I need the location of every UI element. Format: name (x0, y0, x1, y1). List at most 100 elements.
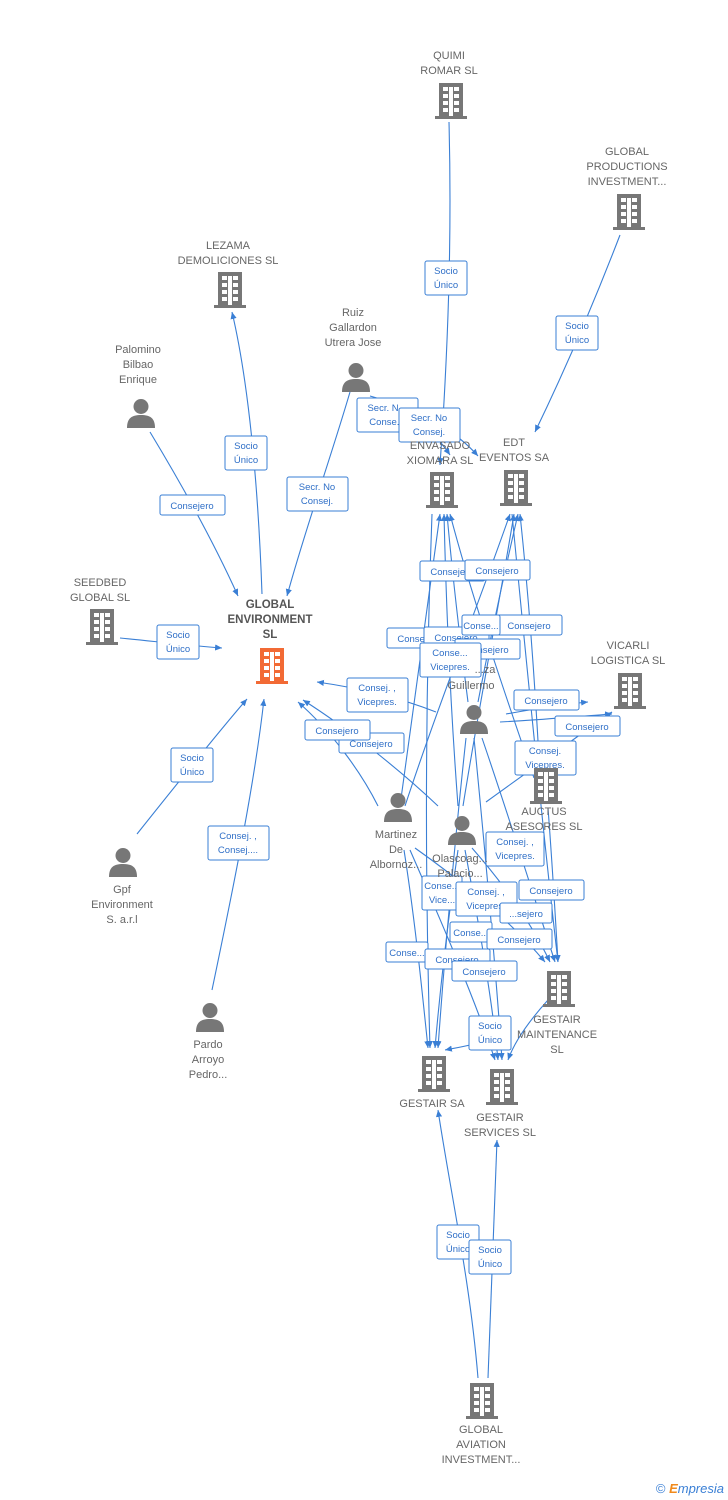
building-icon (486, 1069, 518, 1105)
node-guillermo[interactable]: ...za Guillermo (447, 664, 496, 734)
svg-text:Consej. ,: Consej. , (467, 887, 505, 898)
svg-text:SERVICES SL: SERVICES SL (464, 1127, 536, 1139)
svg-text:Vicepres.: Vicepres. (525, 760, 564, 771)
footer-credit[interactable]: © Empresia (656, 1481, 724, 1496)
svg-text:GESTAIR: GESTAIR (476, 1112, 524, 1124)
edge-label[interactable]: Consej. , Consej.... (207, 825, 270, 861)
node-gestair-sa[interactable]: GESTAIR SA (399, 1056, 465, 1110)
svg-text:INVESTMENT...: INVESTMENT... (588, 176, 667, 188)
edge-label[interactable]: Secr. No Consej. (286, 476, 349, 512)
svg-text:Único: Único (180, 767, 204, 778)
node-martinez-albornoz[interactable]: Martinez De Albornoz... (370, 793, 423, 871)
svg-text:SL: SL (263, 629, 278, 641)
svg-text:Secr. N...: Secr. N... (367, 403, 406, 414)
edge-label[interactable]: Socio Único (156, 624, 200, 660)
edge-label[interactable]: Conse... (385, 941, 429, 963)
edge-label[interactable]: Consejero (496, 614, 563, 636)
svg-text:ENVASADO: ENVASADO (410, 440, 471, 452)
edge-label[interactable]: Secr. No Consej. (398, 407, 461, 443)
svg-text:Vicepres.: Vicepres. (430, 662, 469, 673)
edge-label[interactable]: Consejero (464, 559, 531, 581)
edge-label[interactable]: Consejero (554, 715, 621, 737)
svg-text:Socio: Socio (180, 753, 204, 764)
node-lezama-demoliciones[interactable]: LEZAMA DEMOLICIONES SL (178, 240, 279, 308)
node-pardo-arroyo[interactable]: Pardo Arroyo Pedro... (189, 1003, 228, 1081)
building-icon (466, 1383, 498, 1419)
svg-text:Vicepres.: Vicepres. (466, 901, 505, 912)
svg-text:Socio: Socio (434, 266, 458, 277)
node-edt-eventos[interactable]: EDT EVENTOS SA (479, 437, 550, 506)
svg-text:AUCTUS: AUCTUS (521, 806, 566, 818)
node-global-aviation[interactable]: GLOBAL AVIATION INVESTMENT... (442, 1383, 521, 1466)
node-palomino-bilbao[interactable]: Palomino Bilbao Enrique (115, 344, 161, 428)
building-icon (86, 609, 118, 645)
person-icon (460, 705, 488, 734)
node-seedbed-global[interactable]: SEEDBED GLOBAL SL (70, 577, 130, 645)
node-envasado-xiomara[interactable]: ENVASADO XIOMARA SL (407, 440, 474, 508)
node-global-productions[interactable]: GLOBAL PRODUCTIONS INVESTMENT... (586, 146, 668, 230)
svg-text:SL: SL (550, 1044, 563, 1056)
edge-label[interactable]: Socio Único (424, 260, 468, 296)
svg-text:Único: Único (166, 644, 190, 655)
edge-label[interactable]: Socio Único (555, 315, 599, 351)
brand-logo-text: mpresia (677, 1481, 724, 1496)
svg-text:Consejero: Consejero (475, 566, 518, 577)
edge-label[interactable]: Conse... (449, 921, 493, 943)
svg-text:VICARLI: VICARLI (607, 640, 650, 652)
svg-text:GLOBAL SL: GLOBAL SL (70, 592, 130, 604)
edge-label[interactable]: Consejero (486, 928, 553, 950)
svg-text:Vicepres.: Vicepres. (357, 697, 396, 708)
edge-label[interactable]: Socio Único (468, 1015, 512, 1051)
edge-label[interactable]: Socio Único (468, 1239, 512, 1275)
edge-label[interactable]: Conse... Vicepres. (419, 642, 482, 678)
node-quimi-romar[interactable]: QUIMI ROMAR SL (420, 50, 478, 119)
edge-label[interactable]: Consejero (304, 719, 371, 741)
svg-text:Consejero: Consejero (434, 633, 477, 644)
svg-text:Único: Único (478, 1035, 502, 1046)
building-icon (435, 83, 467, 119)
svg-text:Conse...: Conse... (389, 948, 424, 959)
svg-text:ROMAR SL: ROMAR SL (420, 65, 477, 77)
building-icon (500, 470, 532, 506)
edge-label[interactable]: Socio Único (224, 435, 268, 471)
node-auctus-asesores[interactable]: AUCTUS ASESORES SL (505, 768, 583, 833)
person-icon (109, 848, 137, 877)
svg-text:Único: Único (446, 1244, 470, 1255)
node-gestair-maintenance[interactable]: GESTAIR MAINTENANCE SL (517, 971, 597, 1056)
node-vicarli-logistica[interactable]: VICARLI LOGISTICA SL (591, 640, 666, 709)
svg-text:Conse...: Conse... (463, 621, 498, 632)
node-ruiz-gallardon[interactable]: Ruiz Gallardon Utrera Jose (325, 307, 382, 392)
building-icon (614, 673, 646, 709)
edge-label[interactable]: Consejero (451, 960, 518, 982)
svg-text:Socio: Socio (478, 1021, 502, 1032)
edge-label[interactable]: Socio Único (170, 747, 214, 783)
svg-text:GESTAIR SA: GESTAIR SA (399, 1098, 465, 1110)
edge-label[interactable]: ...sejero (499, 902, 553, 924)
svg-text:ENVIRONMENT: ENVIRONMENT (228, 614, 313, 626)
edge-label[interactable]: Consej. , Vicepres. (485, 831, 545, 867)
svg-text:QUIMI: QUIMI (433, 50, 465, 62)
node-global-environment[interactable]: GLOBAL ENVIRONMENT SL (228, 599, 313, 684)
node-gpf-environment[interactable]: Gpf Environment S. a.r.l (91, 848, 153, 926)
svg-text:Gallardon: Gallardon (329, 322, 377, 334)
building-icon (613, 194, 645, 230)
person-icon (127, 399, 155, 428)
edge-labels: Socio Único Socio Único Socio Único Secr… (156, 260, 621, 1275)
building-icon (418, 1056, 450, 1092)
node-olascoaga-palacio[interactable]: Olascoag... Palacio... (432, 816, 488, 880)
svg-text:Conse...: Conse... (453, 928, 488, 939)
svg-text:LEZAMA: LEZAMA (206, 240, 251, 252)
brand-logo-initial: E (669, 1481, 678, 1496)
svg-text:GESTAIR: GESTAIR (533, 1014, 581, 1026)
edge-label[interactable]: Consej. Vicepres. (514, 740, 577, 776)
edge-label[interactable]: Consejero (513, 689, 580, 711)
svg-text:Consejero: Consejero (465, 645, 508, 656)
edge-guillermo-envasado (444, 513, 469, 703)
edge-label[interactable]: Consej. , Vicepres. (346, 677, 409, 713)
svg-text:Vice...: Vice... (429, 895, 455, 906)
svg-text:Guillermo: Guillermo (447, 680, 494, 692)
node-gestair-services[interactable]: GESTAIR SERVICES SL (464, 1069, 536, 1139)
edge-label[interactable]: Consejero (518, 879, 585, 901)
edge-label[interactable]: Consejero (159, 494, 226, 516)
edge-label[interactable]: Conse... (461, 614, 501, 636)
